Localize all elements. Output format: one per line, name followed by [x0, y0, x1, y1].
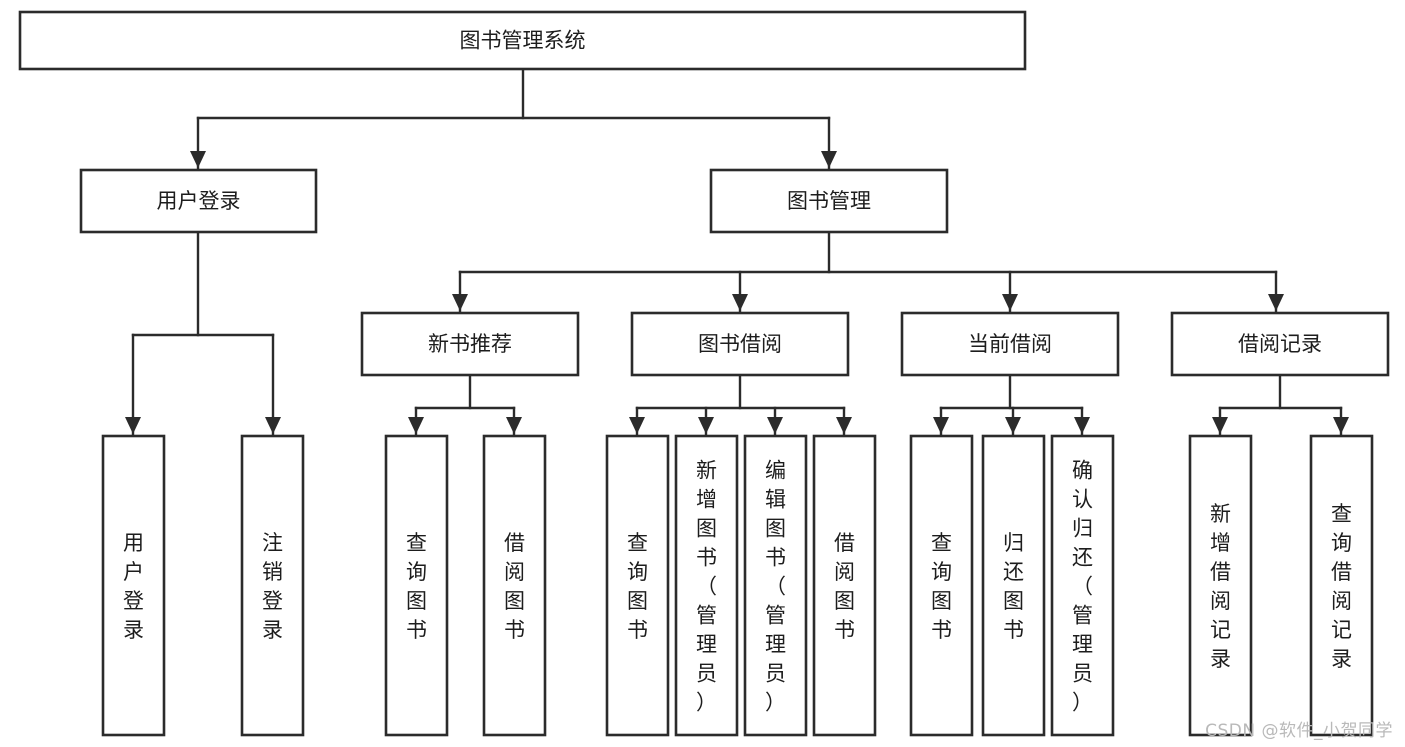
- arrow-new-book-recommend-0: [408, 417, 424, 434]
- connector-layer: [125, 67, 1349, 436]
- node-book-borrow-label: 图书借阅: [698, 332, 782, 356]
- arrow-new-book-recommend-1: [506, 417, 522, 434]
- node-book-manage-label: 图书管理: [787, 189, 871, 213]
- node-leaf-query-record-label: 查询借阅记录: [1331, 502, 1352, 671]
- node-borrow-record[interactable]: 借阅记录: [1170, 311, 1390, 377]
- node-book-borrow[interactable]: 图书借阅: [630, 311, 850, 377]
- node-leaf-borrow-book-1[interactable]: 借阅图书: [482, 434, 547, 737]
- arrow-user-login-1: [265, 417, 281, 434]
- arrow-book-borrow-3: [836, 417, 852, 434]
- node-leaf-user-logout[interactable]: 注销登录: [240, 434, 305, 737]
- node-root-图书管理系统-rect[interactable]: [18, 10, 1027, 71]
- node-current-borrow-label: 当前借阅: [968, 332, 1052, 356]
- node-leaf-user-login-rect[interactable]: [101, 434, 166, 737]
- arrow-root-1: [821, 151, 837, 168]
- node-leaf-borrow-book-2[interactable]: 借阅图书: [812, 434, 877, 737]
- node-new-book-recommend-label: 新书推荐: [428, 332, 512, 356]
- node-borrow-record-label: 借阅记录: [1238, 332, 1322, 356]
- node-leaf-query-book-3[interactable]: 查询图书: [909, 434, 974, 737]
- node-leaf-query-book-2-rect[interactable]: [605, 434, 670, 737]
- arrow-current-borrow-2: [1074, 417, 1090, 434]
- node-leaf-user-logout-rect[interactable]: [240, 434, 305, 737]
- node-leaf-edit-book-rect[interactable]: [743, 434, 808, 737]
- node-leaf-query-record[interactable]: 查询借阅记录: [1309, 434, 1374, 737]
- node-leaf-return-book-label: 归还图书: [1003, 531, 1024, 642]
- node-root-图书管理系统-label: 图书管理系统: [460, 29, 586, 53]
- csdn-watermark: CSDN @软件_小贺同学: [1205, 721, 1393, 741]
- node-leaf-borrow-book-1-rect[interactable]: [482, 434, 547, 737]
- arrow-book-manage-0: [452, 294, 468, 311]
- node-leaf-add-book-rect[interactable]: [674, 434, 739, 737]
- arrow-book-manage-1: [732, 294, 748, 311]
- node-book-manage[interactable]: 图书管理: [709, 168, 949, 234]
- node-leaf-edit-book[interactable]: 编辑图书（管理员）: [743, 434, 808, 737]
- node-leaf-query-book-2-label: 查询图书: [627, 531, 648, 642]
- arrow-borrow-record-1: [1333, 417, 1349, 434]
- node-leaf-return-book-rect[interactable]: [981, 434, 1046, 737]
- node-leaf-add-record-label: 新增借阅记录: [1210, 502, 1231, 671]
- arrow-user-login-0: [125, 417, 141, 434]
- arrow-current-borrow-1: [1005, 417, 1021, 434]
- node-leaf-borrow-book-2-label: 借阅图书: [834, 531, 855, 642]
- node-leaf-query-record-rect[interactable]: [1309, 434, 1374, 737]
- node-current-borrow[interactable]: 当前借阅: [900, 311, 1120, 377]
- node-leaf-query-book-3-rect[interactable]: [909, 434, 974, 737]
- node-user-login[interactable]: 用户登录: [79, 168, 318, 234]
- node-new-book-recommend[interactable]: 新书推荐: [360, 311, 580, 377]
- node-user-login-label: 用户登录: [157, 189, 241, 213]
- node-book-manage-rect[interactable]: [709, 168, 949, 234]
- node-user-login-rect[interactable]: [79, 168, 318, 234]
- node-new-book-recommend-rect[interactable]: [360, 311, 580, 377]
- node-leaf-query-book-1-label: 查询图书: [406, 531, 427, 642]
- node-borrow-record-rect[interactable]: [1170, 311, 1390, 377]
- node-leaf-edit-book-label: 编辑图书（管理员）: [765, 459, 786, 715]
- arrow-book-borrow-2: [767, 417, 783, 434]
- arrow-root-0: [190, 151, 206, 168]
- node-layer: 图书管理系统用户登录图书管理新书推荐图书借阅当前借阅借阅记录用户登录注销登录查询…: [18, 10, 1390, 737]
- arrow-borrow-record-0: [1212, 417, 1228, 434]
- arrow-book-borrow-1: [698, 417, 714, 434]
- node-leaf-add-record[interactable]: 新增借阅记录: [1188, 434, 1253, 737]
- node-leaf-user-logout-label: 注销登录: [262, 531, 283, 642]
- node-leaf-borrow-book-1-label: 借阅图书: [504, 531, 525, 642]
- node-leaf-query-book-3-label: 查询图书: [931, 531, 952, 642]
- node-leaf-confirm-return-label: 确认归还（管理员）: [1072, 459, 1093, 715]
- node-leaf-confirm-return[interactable]: 确认归还（管理员）: [1050, 434, 1115, 737]
- node-current-borrow-rect[interactable]: [900, 311, 1120, 377]
- arrow-book-manage-2: [1002, 294, 1018, 311]
- node-leaf-query-book-1-rect[interactable]: [384, 434, 449, 737]
- node-leaf-query-book-1[interactable]: 查询图书: [384, 434, 449, 737]
- arrow-book-manage-3: [1268, 294, 1284, 311]
- node-leaf-user-login[interactable]: 用户登录: [101, 434, 166, 737]
- node-leaf-user-login-label: 用户登录: [123, 531, 144, 642]
- node-book-borrow-rect[interactable]: [630, 311, 850, 377]
- node-leaf-add-book-label: 新增图书（管理员）: [696, 459, 717, 715]
- arrow-book-borrow-0: [629, 417, 645, 434]
- node-leaf-borrow-book-2-rect[interactable]: [812, 434, 877, 737]
- node-leaf-confirm-return-rect[interactable]: [1050, 434, 1115, 737]
- node-leaf-add-book[interactable]: 新增图书（管理员）: [674, 434, 739, 737]
- node-leaf-add-record-rect[interactable]: [1188, 434, 1253, 737]
- node-leaf-query-book-2[interactable]: 查询图书: [605, 434, 670, 737]
- node-root-图书管理系统[interactable]: 图书管理系统: [18, 10, 1027, 71]
- arrow-current-borrow-0: [933, 417, 949, 434]
- node-leaf-return-book[interactable]: 归还图书: [981, 434, 1046, 737]
